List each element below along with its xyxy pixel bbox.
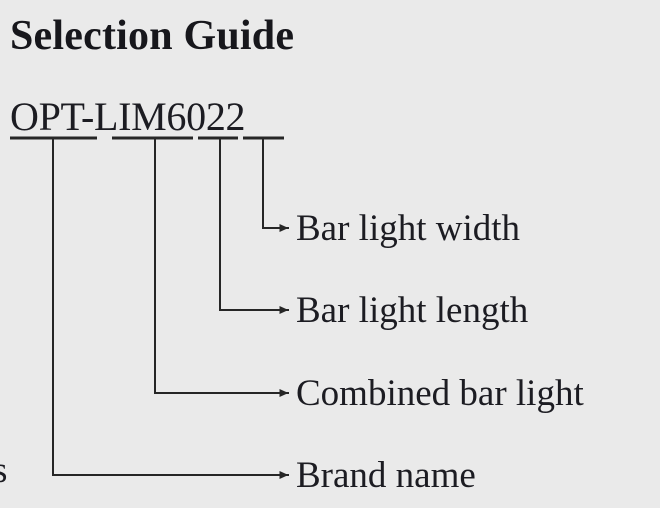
part-number-text: OPT-LIM6022 [10,94,246,139]
callout-label-brand-name: Brand name [296,455,476,496]
leader-combined-bar-light [154,139,289,397]
edge-glyph-fragment: s [0,450,8,491]
leader-bar-light-width [262,139,289,232]
callout-label-combined-bar-light: Combined bar light [296,373,584,414]
callout-label-bar-light-width: Bar light width [296,208,521,249]
leader-brand-name [52,139,289,479]
page-title: Selection Guide [10,13,295,59]
leader-bar-light-length [219,139,289,314]
callout-label-bar-light-length: Bar light length [296,290,529,331]
